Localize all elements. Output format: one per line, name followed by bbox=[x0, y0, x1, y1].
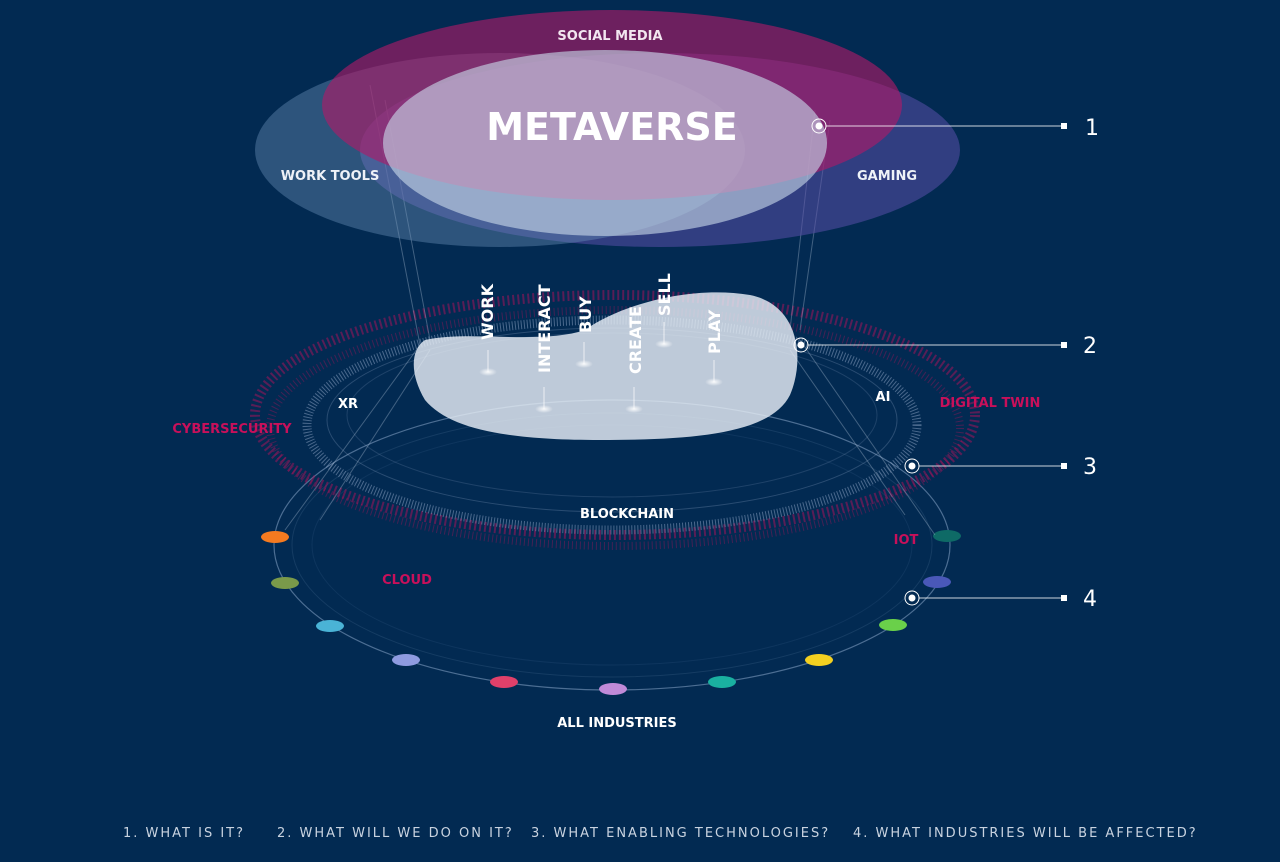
callout-3: 3 bbox=[904, 455, 1097, 480]
tech-cybersecurity: CYBERSECURITY bbox=[172, 422, 292, 437]
footer-question-4: 4. WHAT INDUSTRIES WILL BE AFFECTED? bbox=[853, 826, 1198, 841]
footer-question-2: 2. WHAT WILL WE DO ON IT? bbox=[277, 826, 514, 841]
callout-2: 2 bbox=[793, 334, 1097, 359]
footer-questions: 1. WHAT IS IT? 2. WHAT WILL WE DO ON IT?… bbox=[0, 826, 1280, 848]
callout-number-1: 1 bbox=[1085, 116, 1099, 141]
industry-dots bbox=[261, 530, 961, 695]
activity-buy: BUY bbox=[576, 296, 595, 333]
industry-dot bbox=[392, 654, 420, 666]
industry-dot bbox=[271, 577, 299, 589]
industry-dot bbox=[708, 676, 736, 688]
footer-question-3: 3. WHAT ENABLING TECHNOLOGIES? bbox=[531, 826, 831, 841]
activity-play: PLAY bbox=[705, 309, 724, 354]
footer-question-1: 1. WHAT IS IT? bbox=[123, 826, 246, 841]
work-tools-label: WORK TOOLS bbox=[281, 169, 380, 184]
industry-dot bbox=[599, 683, 627, 695]
industry-dot bbox=[923, 576, 951, 588]
metaverse-ellipse bbox=[383, 50, 827, 236]
industry-dot bbox=[490, 676, 518, 688]
tech-cloud: CLOUD bbox=[382, 573, 432, 588]
gaming-label: GAMING bbox=[857, 169, 917, 184]
industry-dot bbox=[316, 620, 344, 632]
social-media-label: SOCIAL MEDIA bbox=[557, 29, 662, 44]
metaverse-title: METAVERSE bbox=[486, 105, 738, 149]
activity-sell: SELL bbox=[655, 273, 674, 316]
callout-number-3: 3 bbox=[1083, 455, 1097, 480]
industry-dot bbox=[933, 530, 961, 542]
activity-blob bbox=[413, 292, 798, 440]
tech-ai: AI bbox=[876, 390, 891, 405]
callout-number-4: 4 bbox=[1083, 587, 1097, 612]
tech-blockchain: BLOCKCHAIN bbox=[580, 507, 674, 522]
industry-dot bbox=[261, 531, 289, 543]
callout-4: 4 bbox=[904, 587, 1097, 612]
tech-xr: XR bbox=[338, 397, 358, 412]
activity-spots bbox=[479, 322, 723, 413]
industry-dot bbox=[805, 654, 833, 666]
tech-digital-twin: DIGITAL TWIN bbox=[940, 396, 1041, 411]
activity-interact: INTERACT bbox=[535, 284, 554, 373]
callout-1: 1 bbox=[811, 116, 1099, 141]
activity-create: CREATE bbox=[626, 306, 645, 374]
activity-work: WORK bbox=[478, 283, 497, 340]
callout-number-2: 2 bbox=[1083, 334, 1097, 359]
industry-dot bbox=[879, 619, 907, 631]
tech-iot: IOT bbox=[894, 533, 919, 548]
industries-label: ALL INDUSTRIES bbox=[557, 716, 677, 731]
